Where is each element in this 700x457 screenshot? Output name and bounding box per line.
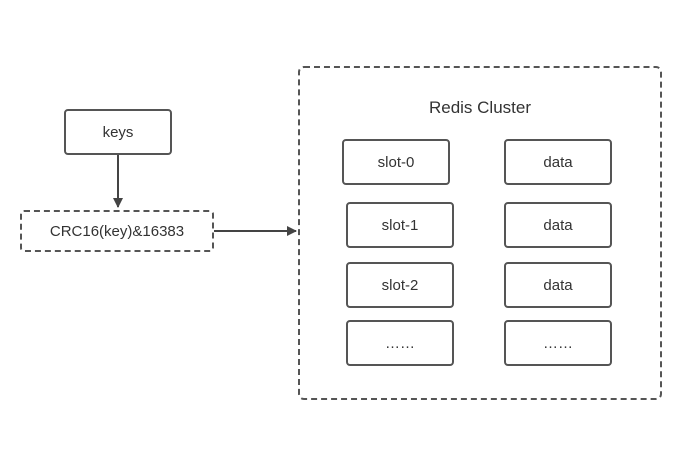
- data-label: ……: [543, 334, 573, 352]
- keys-box: keys: [64, 109, 172, 155]
- keys-label: keys: [102, 123, 134, 141]
- slot-label: ……: [385, 334, 415, 352]
- data-box: data: [504, 262, 612, 308]
- slot-box: slot-1: [346, 202, 454, 248]
- slot-label: slot-1: [381, 216, 419, 234]
- cluster-title: Redis Cluster: [428, 98, 532, 117]
- data-box: data: [504, 139, 612, 185]
- data-box: data: [504, 202, 612, 248]
- data-label: data: [543, 276, 573, 294]
- redis-cluster-container: Redis Cluster: [298, 66, 662, 400]
- slot-label: slot-2: [381, 276, 419, 294]
- slot-box: slot-2: [346, 262, 454, 308]
- data-label: data: [543, 153, 573, 171]
- hash-function-box: CRC16(key)&16383: [20, 210, 214, 252]
- slot-box-ellipsis: ……: [346, 320, 454, 366]
- slot-box: slot-0: [342, 139, 450, 185]
- data-label: data: [543, 216, 573, 234]
- hash-function-label: CRC16(key)&16383: [49, 222, 185, 240]
- slot-label: slot-0: [377, 153, 415, 171]
- data-box-ellipsis: ……: [504, 320, 612, 366]
